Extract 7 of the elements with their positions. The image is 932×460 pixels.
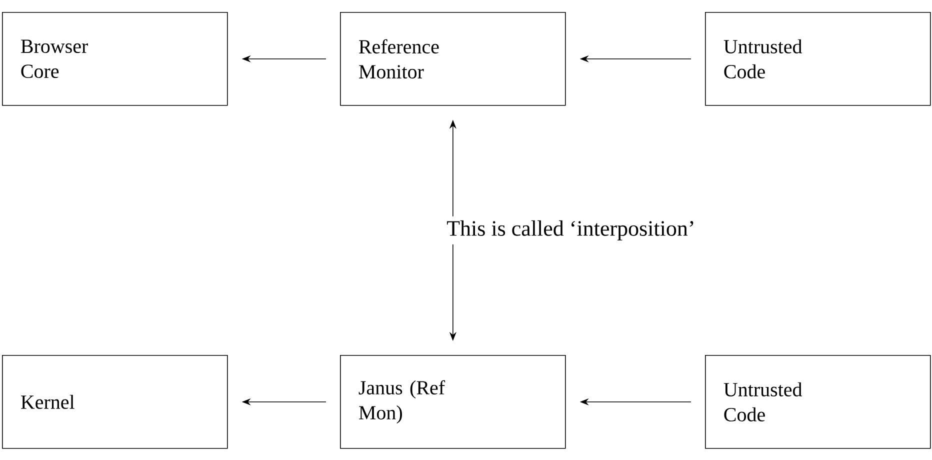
process-box: Browser Core <box>2 12 228 106</box>
process-box: Untrusted Code <box>705 12 931 106</box>
process-box: Janus (Ref Mon) <box>340 355 566 449</box>
process-box: Kernel <box>2 355 228 449</box>
process-box: Reference Monitor <box>340 12 566 106</box>
process-box: Untrusted Code <box>705 355 931 449</box>
edge-label: This is called ‘interposition’ <box>442 216 700 244</box>
